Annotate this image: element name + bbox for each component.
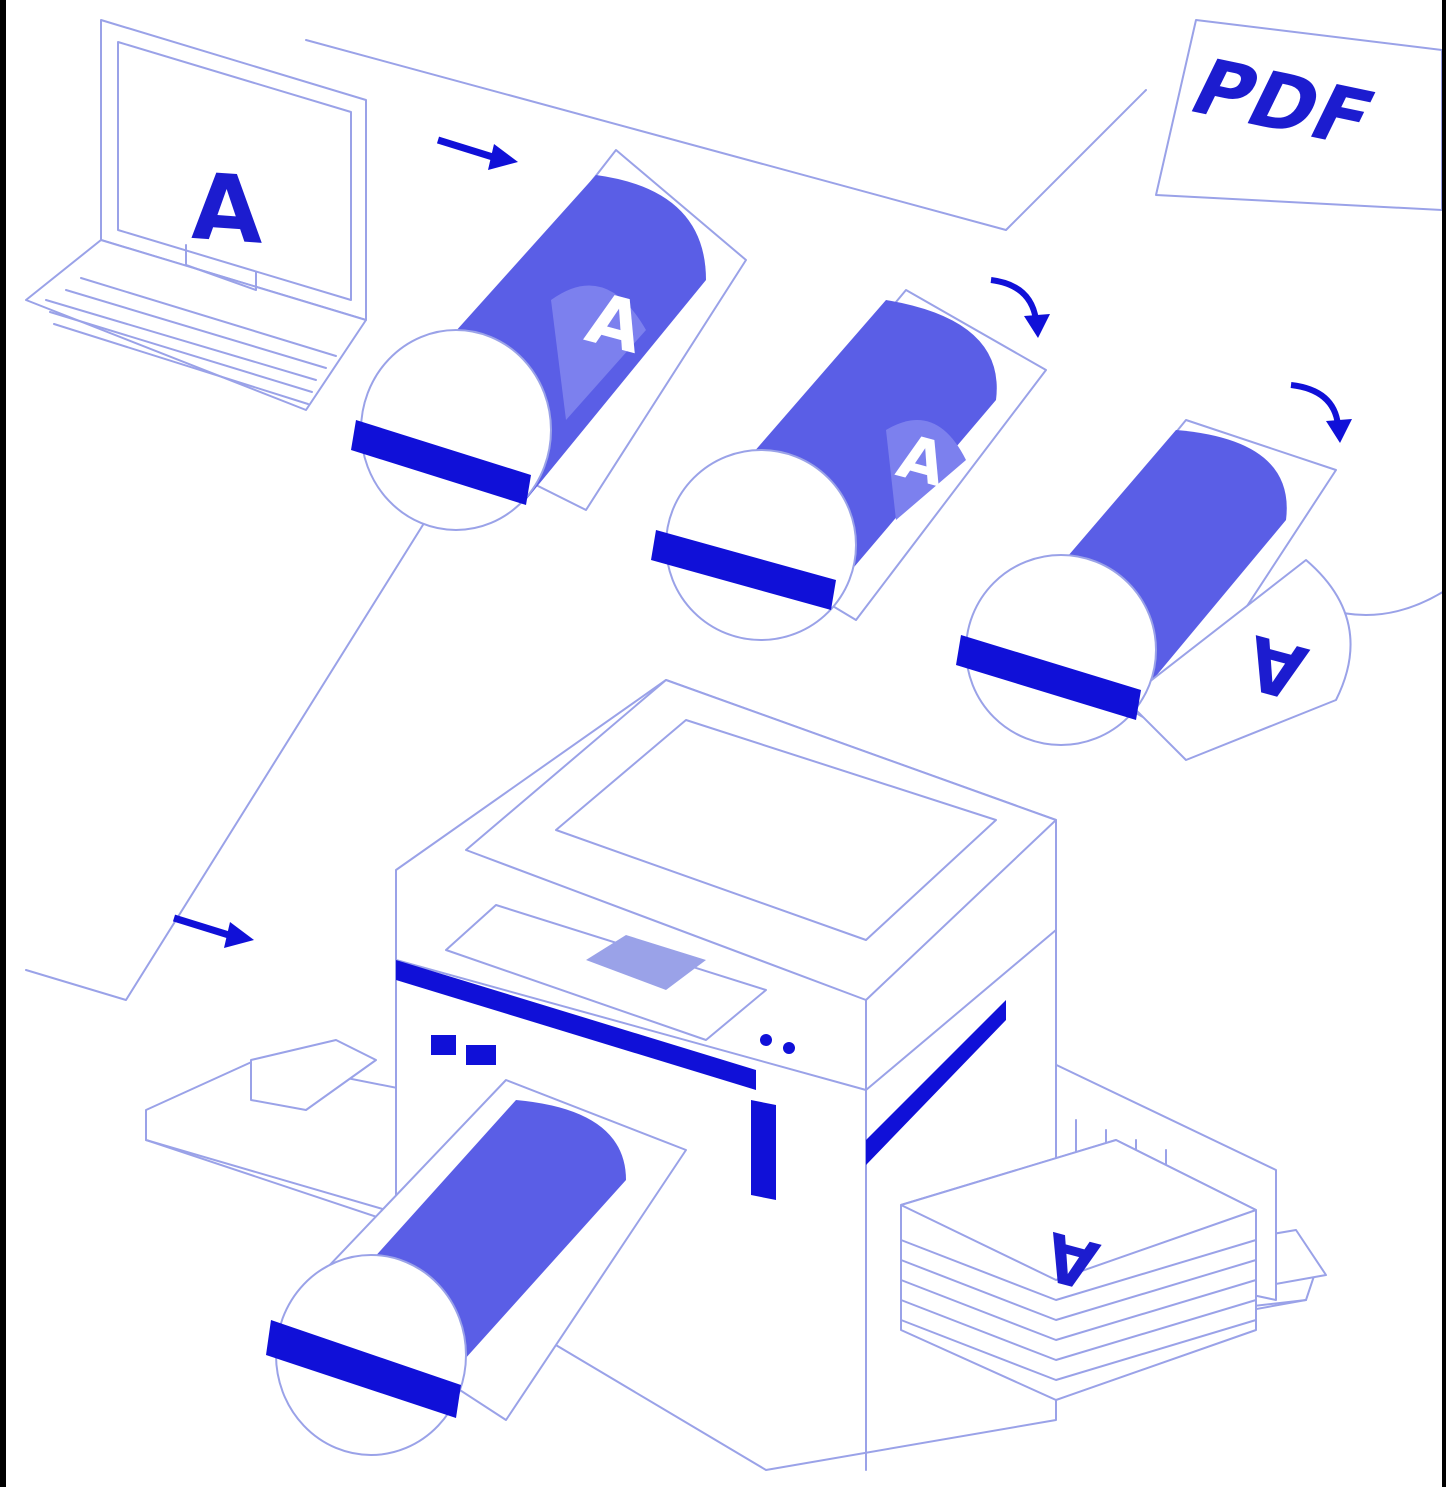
laptop-icon: A <box>26 20 366 410</box>
rotate-arrow-icon <box>991 280 1050 338</box>
printing-drum-icon: A <box>351 150 746 530</box>
printing-drum-icon: A <box>651 290 1046 640</box>
monitor-letter: A <box>191 153 262 265</box>
arrow-right-icon <box>438 140 518 170</box>
printing-drum-icon: A <box>956 420 1351 760</box>
rotate-arrow-icon <box>1291 385 1352 443</box>
arrow-right-icon <box>174 918 254 948</box>
printing-process-illustration: A PDF A A <box>6 0 1442 1487</box>
pdf-sheet-icon: PDF <box>1156 20 1442 210</box>
